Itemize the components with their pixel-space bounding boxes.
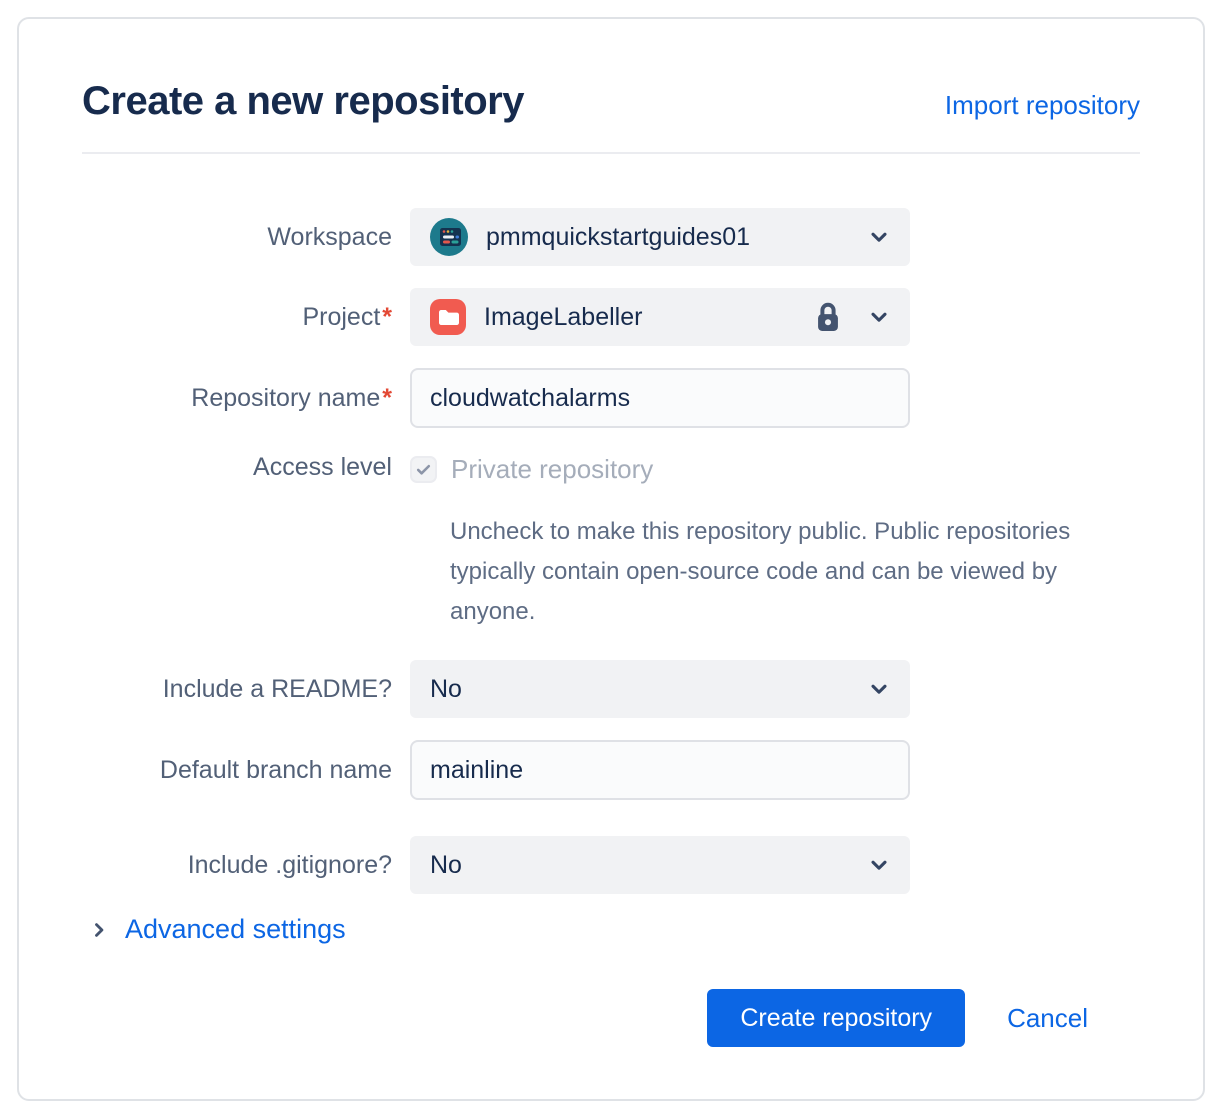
import-repository-link[interactable]: Import repository (944, 90, 1140, 120)
default-branch-input[interactable] (410, 740, 910, 800)
default-branch-label: Default branch name (159, 756, 392, 784)
project-select[interactable]: ImageLabeller (410, 288, 910, 346)
create-repository-dialog: Create a new repository Import repositor… (17, 17, 1205, 1101)
include-readme-row: Include a README? No (82, 660, 1140, 718)
chevron-down-icon (871, 860, 887, 870)
page-title: Create a new repository (82, 79, 525, 123)
repository-name-row: Repository name* (82, 368, 1140, 428)
project-value: ImageLabeller (484, 302, 643, 331)
access-level-help-text: Uncheck to make this repository public. … (450, 518, 1071, 625)
required-marker: * (382, 384, 392, 412)
project-label: Project* (302, 303, 392, 331)
chevron-down-icon (871, 232, 887, 242)
lock-icon (818, 302, 838, 331)
private-repository-label: Private repository (451, 453, 654, 484)
include-gitignore-label: Include .gitignore? (187, 851, 392, 879)
repository-name-input[interactable] (410, 368, 910, 428)
repository-name-label: Repository name* (191, 384, 392, 412)
access-level-row: Access level Private repository Uncheck … (82, 450, 1140, 632)
include-gitignore-row: Include .gitignore? No (82, 836, 1140, 894)
access-level-label: Access level (253, 453, 392, 481)
workspace-row: Workspace pmmquickstartguides01 (82, 208, 1140, 266)
create-repository-button[interactable]: Create repository (707, 989, 966, 1047)
create-repository-form: Workspace pmmquickstartguides01 (82, 208, 1140, 945)
include-gitignore-value: No (430, 850, 462, 879)
project-folder-icon (430, 299, 466, 335)
project-row: Project* ImageLabeller (82, 288, 1140, 346)
private-repository-checkbox[interactable] (410, 455, 437, 483)
check-icon (416, 464, 431, 475)
include-gitignore-select[interactable]: No (410, 836, 910, 894)
advanced-settings-toggle[interactable]: Advanced settings (89, 914, 1140, 945)
chevron-down-icon (871, 684, 887, 694)
workspace-select[interactable]: pmmquickstartguides01 (410, 208, 910, 266)
dialog-header: Create a new repository Import repositor… (82, 79, 1140, 124)
include-readme-select[interactable]: No (410, 660, 910, 718)
workspace-value: pmmquickstartguides01 (486, 222, 751, 251)
required-marker: * (382, 303, 392, 331)
include-readme-value: No (430, 674, 462, 703)
chevron-down-icon (871, 312, 887, 322)
advanced-settings-label: Advanced settings (125, 914, 346, 944)
header-divider (82, 152, 1140, 154)
dialog-footer: Create repository Cancel (82, 989, 1140, 1047)
workspace-avatar-icon (430, 218, 468, 256)
include-readme-label: Include a README? (162, 675, 392, 703)
cancel-button[interactable]: Cancel (1007, 1002, 1088, 1033)
workspace-label: Workspace (267, 223, 392, 251)
default-branch-row: Default branch name (82, 740, 1140, 800)
chevron-right-icon (95, 922, 104, 937)
